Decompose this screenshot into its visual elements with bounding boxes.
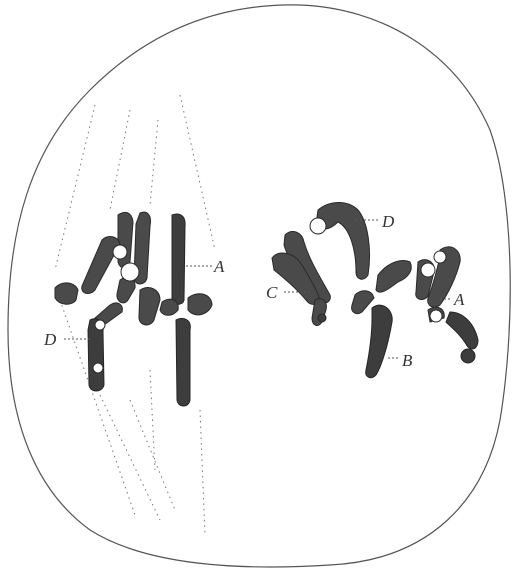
chromosome (55, 283, 78, 304)
chromosome (176, 318, 190, 406)
label-right-B: B (402, 351, 413, 370)
centromere (421, 263, 435, 277)
label-left-A: A (213, 257, 225, 276)
centromere (121, 263, 139, 281)
centromere (113, 245, 127, 259)
centromere (93, 363, 103, 373)
centromere (434, 251, 446, 263)
label-right-A: A (453, 290, 465, 309)
label-right-C: C (266, 283, 278, 302)
chromosome-tip (318, 314, 326, 322)
label-right-D: D (381, 212, 395, 231)
chromosome (160, 299, 178, 315)
centromere (430, 310, 442, 322)
centromere (310, 218, 326, 234)
centromere (95, 320, 105, 330)
chromosome-tip (461, 349, 475, 363)
chromosome (172, 214, 185, 304)
label-left-D: D (43, 330, 57, 349)
